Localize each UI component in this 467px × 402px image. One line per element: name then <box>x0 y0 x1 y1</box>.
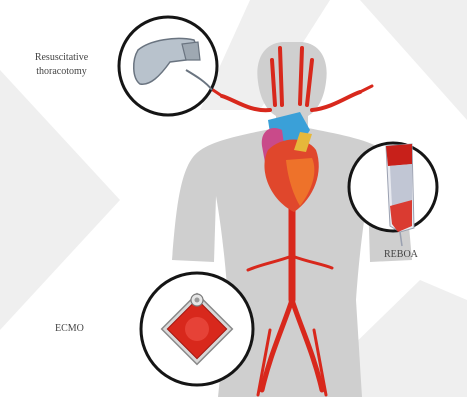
label-resuscitative-thoracotomy: Resuscitative thoracotomy <box>14 51 109 79</box>
ecmo-callout <box>141 273 253 385</box>
label-reboa: REBOA <box>384 248 418 262</box>
thoracotomy-callout <box>119 17 217 115</box>
label-ecmo: ECMO <box>55 322 84 336</box>
